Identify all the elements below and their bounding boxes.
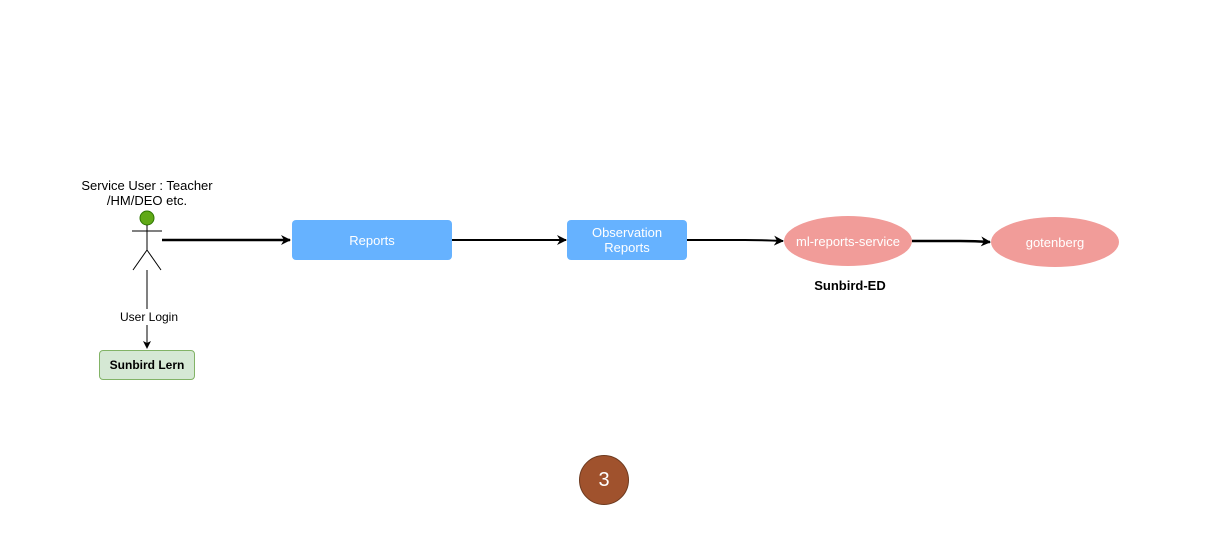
actor-right-leg (146, 249, 162, 271)
node-ml-reports-service[interactable]: ml-reports-service (784, 216, 912, 266)
node-gotenberg[interactable]: gotenberg (991, 217, 1119, 267)
actor-figure[interactable] (132, 210, 162, 271)
group-label-sunbird-ed: Sunbird-ED (814, 278, 886, 293)
step-number-badge: 3 (579, 455, 629, 505)
node-reports[interactable]: Reports (292, 220, 452, 260)
edge-ml-service-to-gotenberg (912, 236, 991, 247)
edge-label-user-login: User Login (112, 309, 186, 325)
actor-head (139, 210, 155, 226)
node-sunbird-lern[interactable]: Sunbird Lern (99, 350, 195, 380)
node-observation-reports[interactable]: Observation Reports (567, 220, 687, 260)
actor-left-leg (132, 249, 148, 271)
actor-label: Service User : Teacher /HM/DEO etc. (81, 178, 213, 208)
edge-observation-to-ml-service (687, 235, 784, 246)
